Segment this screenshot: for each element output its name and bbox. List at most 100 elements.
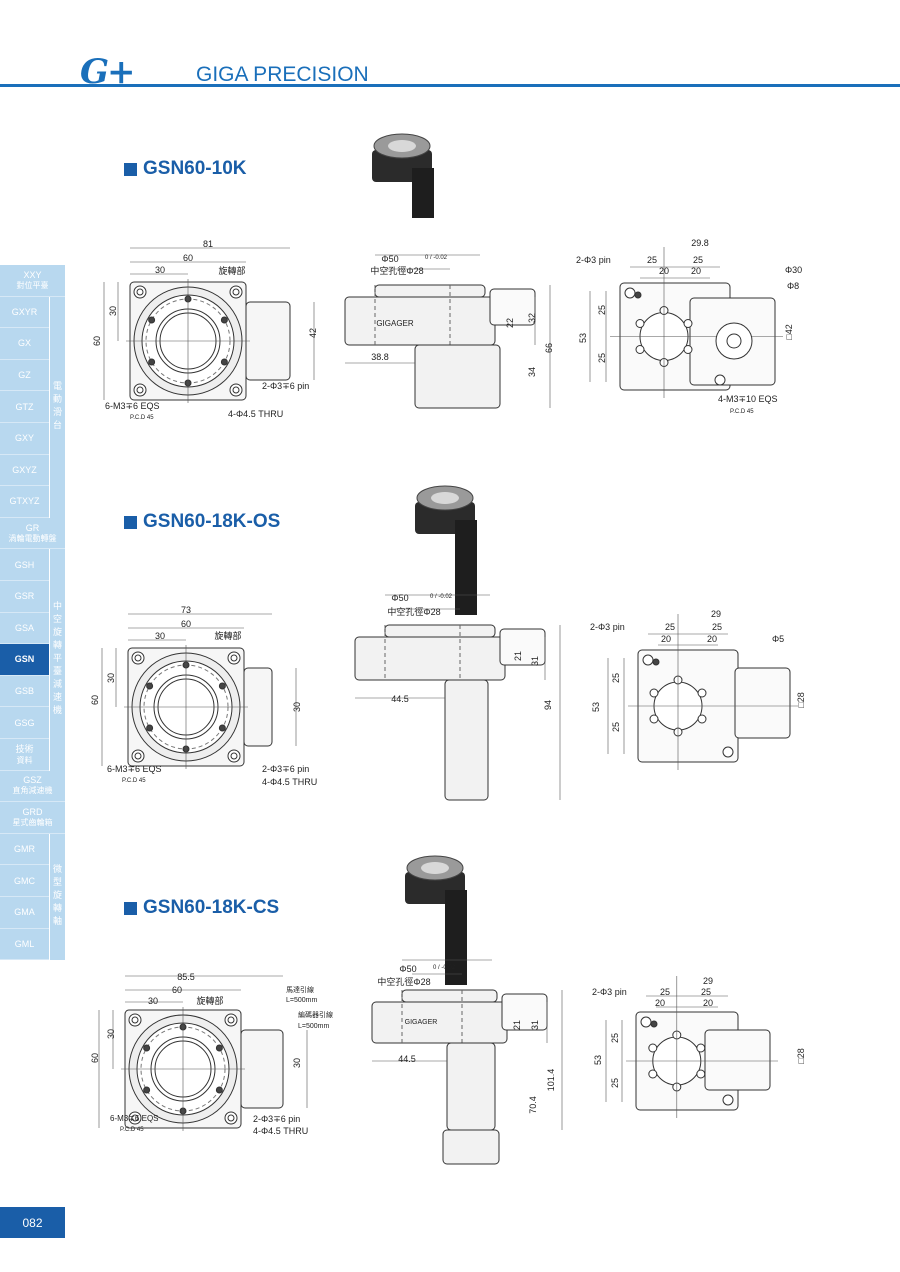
dimension-label: L=500mm	[286, 997, 317, 1004]
dimension-label: 25	[611, 722, 621, 732]
bottom-view-hole	[697, 714, 707, 724]
sidebar-item-label: GX	[17, 338, 31, 349]
sidebar-item-gx[interactable]: GX	[0, 328, 49, 360]
dimension-label: GIGAGER	[376, 319, 414, 328]
sidebar-item-gsh[interactable]: GSH	[0, 549, 49, 581]
mounting-hole	[224, 1013, 238, 1027]
page-number: 082	[0, 1207, 65, 1238]
square-bullet-icon	[124, 515, 137, 529]
dimension-label: 29	[711, 609, 721, 619]
mounting-hole	[230, 752, 238, 760]
dimension-label: 30	[106, 673, 116, 683]
pin-hole	[650, 1020, 658, 1028]
sidebar-item-gma[interactable]: GMA	[0, 897, 49, 929]
sidebar-item-gmc[interactable]: GMC	[0, 865, 49, 897]
sidebar-item-label: GZ	[18, 370, 31, 381]
dimension-label: 0 / -0.02	[430, 594, 453, 600]
dimension-label: 29	[703, 976, 713, 986]
sidebar-item-gsg[interactable]: GSG	[0, 707, 49, 739]
sidebar-item-gmr[interactable]: GMR	[0, 833, 49, 866]
dimension-label: Φ50	[381, 254, 398, 264]
sidebar-item-gsa[interactable]: GSA	[0, 612, 49, 645]
header-rule	[0, 84, 900, 87]
sidebar-item-label: GSB	[14, 686, 34, 697]
dimension-label: 6-M3∓6 EQS	[107, 764, 162, 774]
bottom-view-corner-hole	[640, 1016, 652, 1028]
bottom-view-hole	[696, 1043, 706, 1053]
front-view-bracket	[240, 1029, 284, 1109]
tap-hole	[215, 1086, 223, 1094]
dimension-label: 60	[90, 1053, 100, 1063]
mounting-hole	[229, 285, 243, 299]
dimension-label: 31	[530, 656, 540, 666]
dimension-label: 4-Φ4.5 THRU	[228, 409, 283, 419]
tap-hole	[143, 1044, 151, 1052]
sidebar-item-label: GSR	[14, 591, 35, 602]
dimension-label: 2-Φ3∓6 pin	[253, 1114, 300, 1124]
dimension-label: Φ5	[772, 634, 784, 644]
sidebar-item-gxy[interactable]: GXY	[0, 423, 49, 455]
section-title-2: GSN60-18K-OS	[124, 511, 280, 533]
dimension-label: 0 / -0.02	[425, 255, 448, 261]
bottom-view-hole	[683, 345, 693, 354]
sidebar-item-gxyz[interactable]: GXYZ	[0, 454, 49, 487]
mounting-hole	[227, 749, 241, 763]
dimension-label: 73	[181, 605, 191, 615]
tap-hole	[218, 724, 226, 732]
sidebar-item-gsb[interactable]: GSB	[0, 675, 49, 708]
dimension-label: 20	[703, 998, 713, 1008]
sidebar-item-gsn[interactable]: GSN	[0, 644, 49, 676]
section-title-text: GSN60-10K	[143, 158, 247, 179]
mounting-hole	[131, 651, 145, 665]
dimension-label: 25	[611, 673, 621, 683]
pin-hole	[634, 291, 642, 299]
dimension-label: 30	[292, 702, 302, 712]
dimension-label: 25	[597, 305, 607, 315]
dimension-label: 30	[292, 1058, 302, 1068]
dimension-label: 30	[108, 306, 118, 316]
sidebar-item-label: GSG	[14, 717, 35, 728]
dimension-label: 2-Φ3∓6 pin	[262, 381, 309, 391]
sidebar-item-gxyr[interactable]: GXYR	[0, 296, 49, 329]
dimension-label: 20	[659, 266, 669, 276]
dimension-label: 60	[181, 619, 191, 629]
sidebar-item-sublabel: 對位平臺	[16, 280, 49, 290]
mounting-hole	[128, 1111, 142, 1125]
sidebar-item-label: GMR	[14, 844, 35, 855]
bottom-view-hole	[697, 688, 707, 698]
dimension-label: Φ8	[787, 281, 799, 291]
dimension-label: 2-Φ3 pin	[592, 987, 627, 997]
sidebar-item-sublabel: 直角減速機	[12, 786, 53, 796]
dimension-label: 4-Φ4.5 THRU	[253, 1126, 308, 1136]
tap-hole	[220, 358, 228, 366]
sidebar-item-label: 技術	[15, 744, 34, 755]
mounting-hole	[131, 749, 145, 763]
dimension-label: 2-Φ3 pin	[576, 255, 611, 265]
sidebar-item-gml[interactable]: GML	[0, 928, 49, 961]
mounting-hole	[227, 1114, 235, 1122]
side-view-sensor-bracket	[501, 993, 548, 1031]
sidebar-item-label: GR	[25, 522, 40, 533]
sidebar-item-label: GMC	[14, 875, 35, 886]
dimension-label: 25	[701, 987, 711, 997]
side-view-top	[384, 624, 496, 638]
dimension-label: 60	[172, 985, 182, 995]
dimension-label: Φ30	[785, 265, 802, 275]
dimension-label: 2-Φ3 pin	[590, 622, 625, 632]
sidebar-item-gz[interactable]: GZ	[0, 359, 49, 392]
product-photo-motor	[455, 520, 477, 615]
sidebar-item-label: GTZ	[15, 401, 34, 412]
bottom-view-hole	[648, 1069, 658, 1079]
tap-hole	[218, 682, 226, 690]
dimension-label: 編碼器引線	[298, 1010, 333, 1019]
sidebar-item-gtxyz[interactable]: GTXYZ	[0, 486, 49, 518]
side-view-motor	[446, 1042, 496, 1131]
sidebar-item-gsr[interactable]: GSR	[0, 581, 49, 613]
side-view-rotary	[371, 1001, 508, 1044]
sidebar-item-技術[interactable]: 技術資料	[0, 739, 49, 771]
sidebar-item-gtz[interactable]: GTZ	[0, 391, 49, 423]
